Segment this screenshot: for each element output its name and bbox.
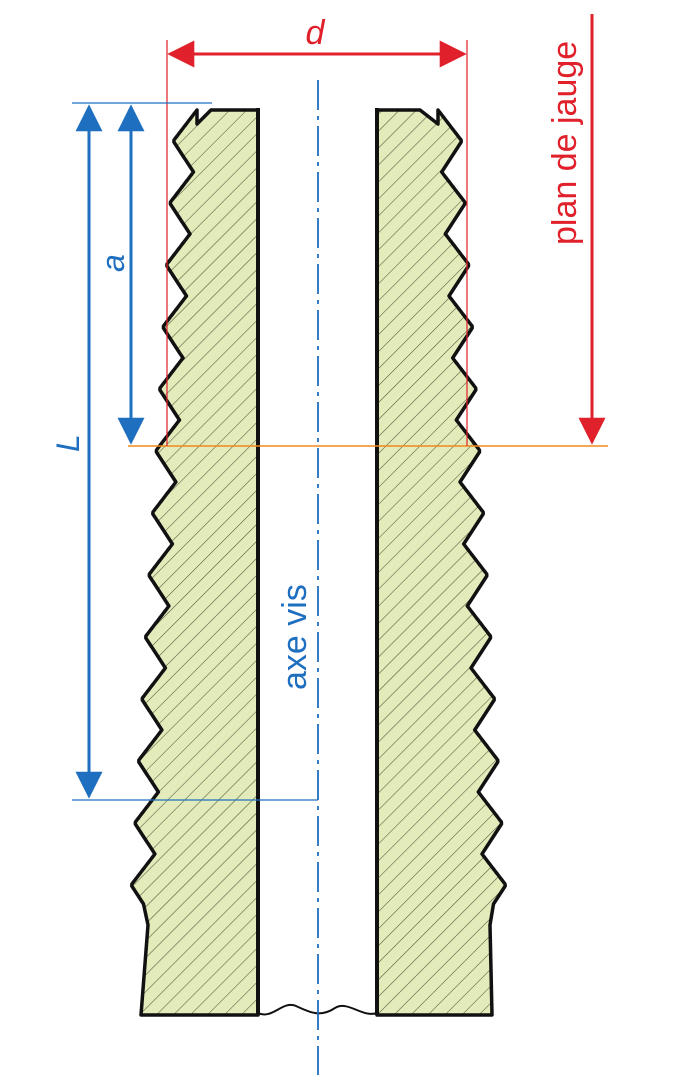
a-label: a bbox=[95, 254, 131, 272]
bore-break-line bbox=[257, 1003, 378, 1016]
L-label: L bbox=[50, 434, 86, 452]
d-label: d bbox=[306, 14, 326, 52]
gauge-plane-label: plan de jauge bbox=[546, 41, 584, 245]
right-threaded-wall bbox=[375, 108, 507, 1017]
left-threaded-wall bbox=[130, 108, 260, 1017]
screw-axis-label: axe vis bbox=[276, 584, 314, 690]
